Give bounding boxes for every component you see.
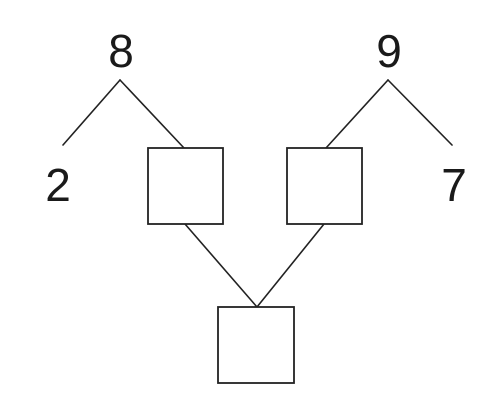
number-left-outer: 2 bbox=[45, 159, 71, 211]
edge-left-box-to-bottom-box bbox=[184, 223, 258, 308]
number-left-top: 8 bbox=[108, 25, 134, 77]
edge-8-to-left-box bbox=[119, 79, 185, 149]
left-middle-box[interactable] bbox=[147, 147, 224, 225]
edge-8-to-2 bbox=[62, 79, 121, 146]
bottom-box[interactable] bbox=[217, 306, 295, 384]
edge-9-to-7 bbox=[387, 79, 453, 146]
number-right-outer: 7 bbox=[441, 159, 467, 211]
edge-9-to-right-box bbox=[325, 79, 389, 149]
edge-right-box-to-bottom-box bbox=[256, 223, 325, 308]
right-middle-box[interactable] bbox=[286, 147, 363, 225]
number-right-top: 9 bbox=[376, 25, 402, 77]
